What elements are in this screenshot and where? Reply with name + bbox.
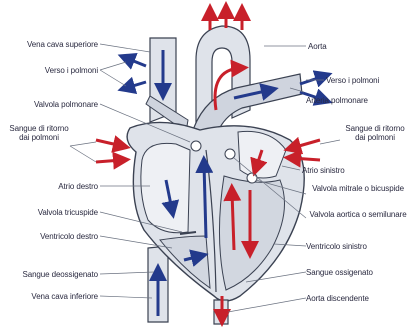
label-valvola-aortica: Valvola aortica o semilunare [306,210,410,219]
aortic-valve [225,149,235,159]
label-atrio-destro: Atrio destro [2,182,98,191]
label-valvola-polmonare: Valvola polmonare [2,100,98,109]
label-sangue-deossigenato: Sangue deossigenato [2,270,98,279]
label-atrio-sinistro: Atrio sinistro [302,166,408,175]
left-ventricle [219,176,284,290]
label-sangue-ossigenato: Sangue ossigenato [306,268,410,277]
label-verso-i-polmoni-right: Verso i polmoni [326,76,410,85]
label-aorta-discendente: Aorta discendente [306,294,410,303]
pulmonary-valve [191,141,201,151]
label-valvola-mitrale: Valvola mitrale o bicuspide [306,184,410,193]
label-verso-i-polmoni-left: Verso i polmoni [2,66,98,75]
label-sangue-di-ritorno-right: Sangue di ritorno dai polmoni [340,124,410,142]
label-sangue-di-ritorno-left: Sangue di ritorno dai polmoni [6,124,72,142]
label-vena-cava-inferiore: Vena cava inferiore [2,292,98,301]
label-ventricolo-destro: Ventricolo destro [2,232,98,241]
label-arteria-polmonare: Arteria polmonare [306,96,410,105]
label-aorta: Aorta [308,42,408,51]
mitral-valve [247,173,257,183]
right-atrium [141,143,190,232]
label-valvola-tricuspide: Valvola tricuspide [2,208,98,217]
label-vena-cava-superiore: Vena cava superiore [2,40,98,49]
label-ventricolo-sinistro: Ventricolo sinistro [306,242,410,251]
